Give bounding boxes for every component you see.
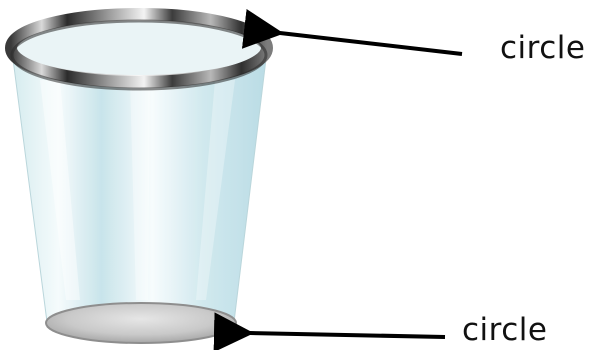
top-circle-label: circle (500, 33, 585, 64)
bottom-circle-label: circle (462, 315, 547, 346)
bottom-circle (46, 303, 236, 343)
bottom-arrow (250, 333, 445, 337)
top-arrow (280, 33, 462, 54)
